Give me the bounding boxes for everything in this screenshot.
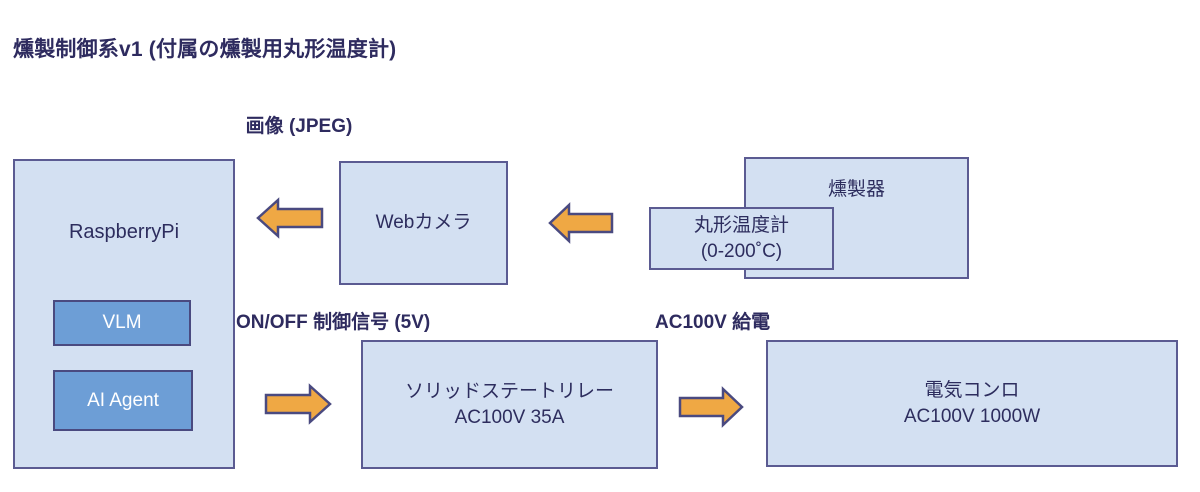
node-webcam-label: Webカメラ xyxy=(375,212,472,234)
edge-label-ac-power-line1: AC100V xyxy=(655,312,727,333)
node-solid-state-relay[interactable]: ソリッドステートリレー AC100V 35A xyxy=(361,340,658,469)
node-stove-line2: AC100V 1000W xyxy=(903,405,1041,427)
edge-label-onoff-line2: 制御信号 xyxy=(313,312,390,333)
node-stove-text: 電気コンロ AC100V 1000W xyxy=(904,378,1040,428)
edge-label-image-jpeg-line2: (JPEG) xyxy=(288,116,353,137)
node-ai-agent-label: AI Agent xyxy=(87,389,159,411)
node-thermometer-line2: (0-200˚C) xyxy=(700,240,783,262)
edge-label-onoff-line3: (5V) xyxy=(394,312,431,333)
node-vlm-label: VLM xyxy=(102,312,142,333)
node-thermometer[interactable]: 丸形温度計 (0-200˚C) xyxy=(649,207,834,270)
node-vlm[interactable]: VLM xyxy=(53,300,191,346)
edge-label-image-jpeg-line1: 画像 xyxy=(245,116,284,137)
edge-label-onoff-signal: ON/OFF 制御信号 (5V) xyxy=(236,310,430,335)
arrow-right-icon-relay-to-stove xyxy=(678,386,744,428)
arrow-left-icon-smoker-to-webcam xyxy=(548,202,614,244)
node-thermometer-text: 丸形温度計 (0-200˚C) xyxy=(694,213,789,263)
edge-label-ac-power: AC100V 給電 xyxy=(655,310,771,335)
node-ssr-line1: ソリッドステートリレー xyxy=(404,381,614,403)
node-raspberrypi-label: RaspberryPi xyxy=(68,221,180,243)
node-smoker-label: 燻製器 xyxy=(827,179,885,200)
node-ssr-line2: AC100V 35A xyxy=(454,406,565,428)
edge-label-image-jpeg: 画像 (JPEG) xyxy=(240,114,358,139)
node-thermometer-line1: 丸形温度計 xyxy=(693,215,789,237)
edge-label-onoff-line1: ON/OFF xyxy=(236,312,308,333)
node-ssr-text: ソリッドステートリレー AC100V 35A xyxy=(405,379,614,429)
node-stove-line1: 電気コンロ xyxy=(924,380,1020,402)
node-electric-stove[interactable]: 電気コンロ AC100V 1000W xyxy=(766,340,1178,467)
node-ai-agent[interactable]: AI Agent xyxy=(53,370,193,431)
node-webcam[interactable]: Webカメラ xyxy=(339,161,508,285)
arrow-left-icon-webcam-to-raspberrypi xyxy=(256,197,324,239)
arrow-right-icon-raspberrypi-to-relay xyxy=(264,383,332,425)
page-title: 燻製制御系v1 (付属の燻製用丸形温度計) xyxy=(13,38,397,61)
edge-label-ac-power-line2: 給電 xyxy=(732,312,771,333)
